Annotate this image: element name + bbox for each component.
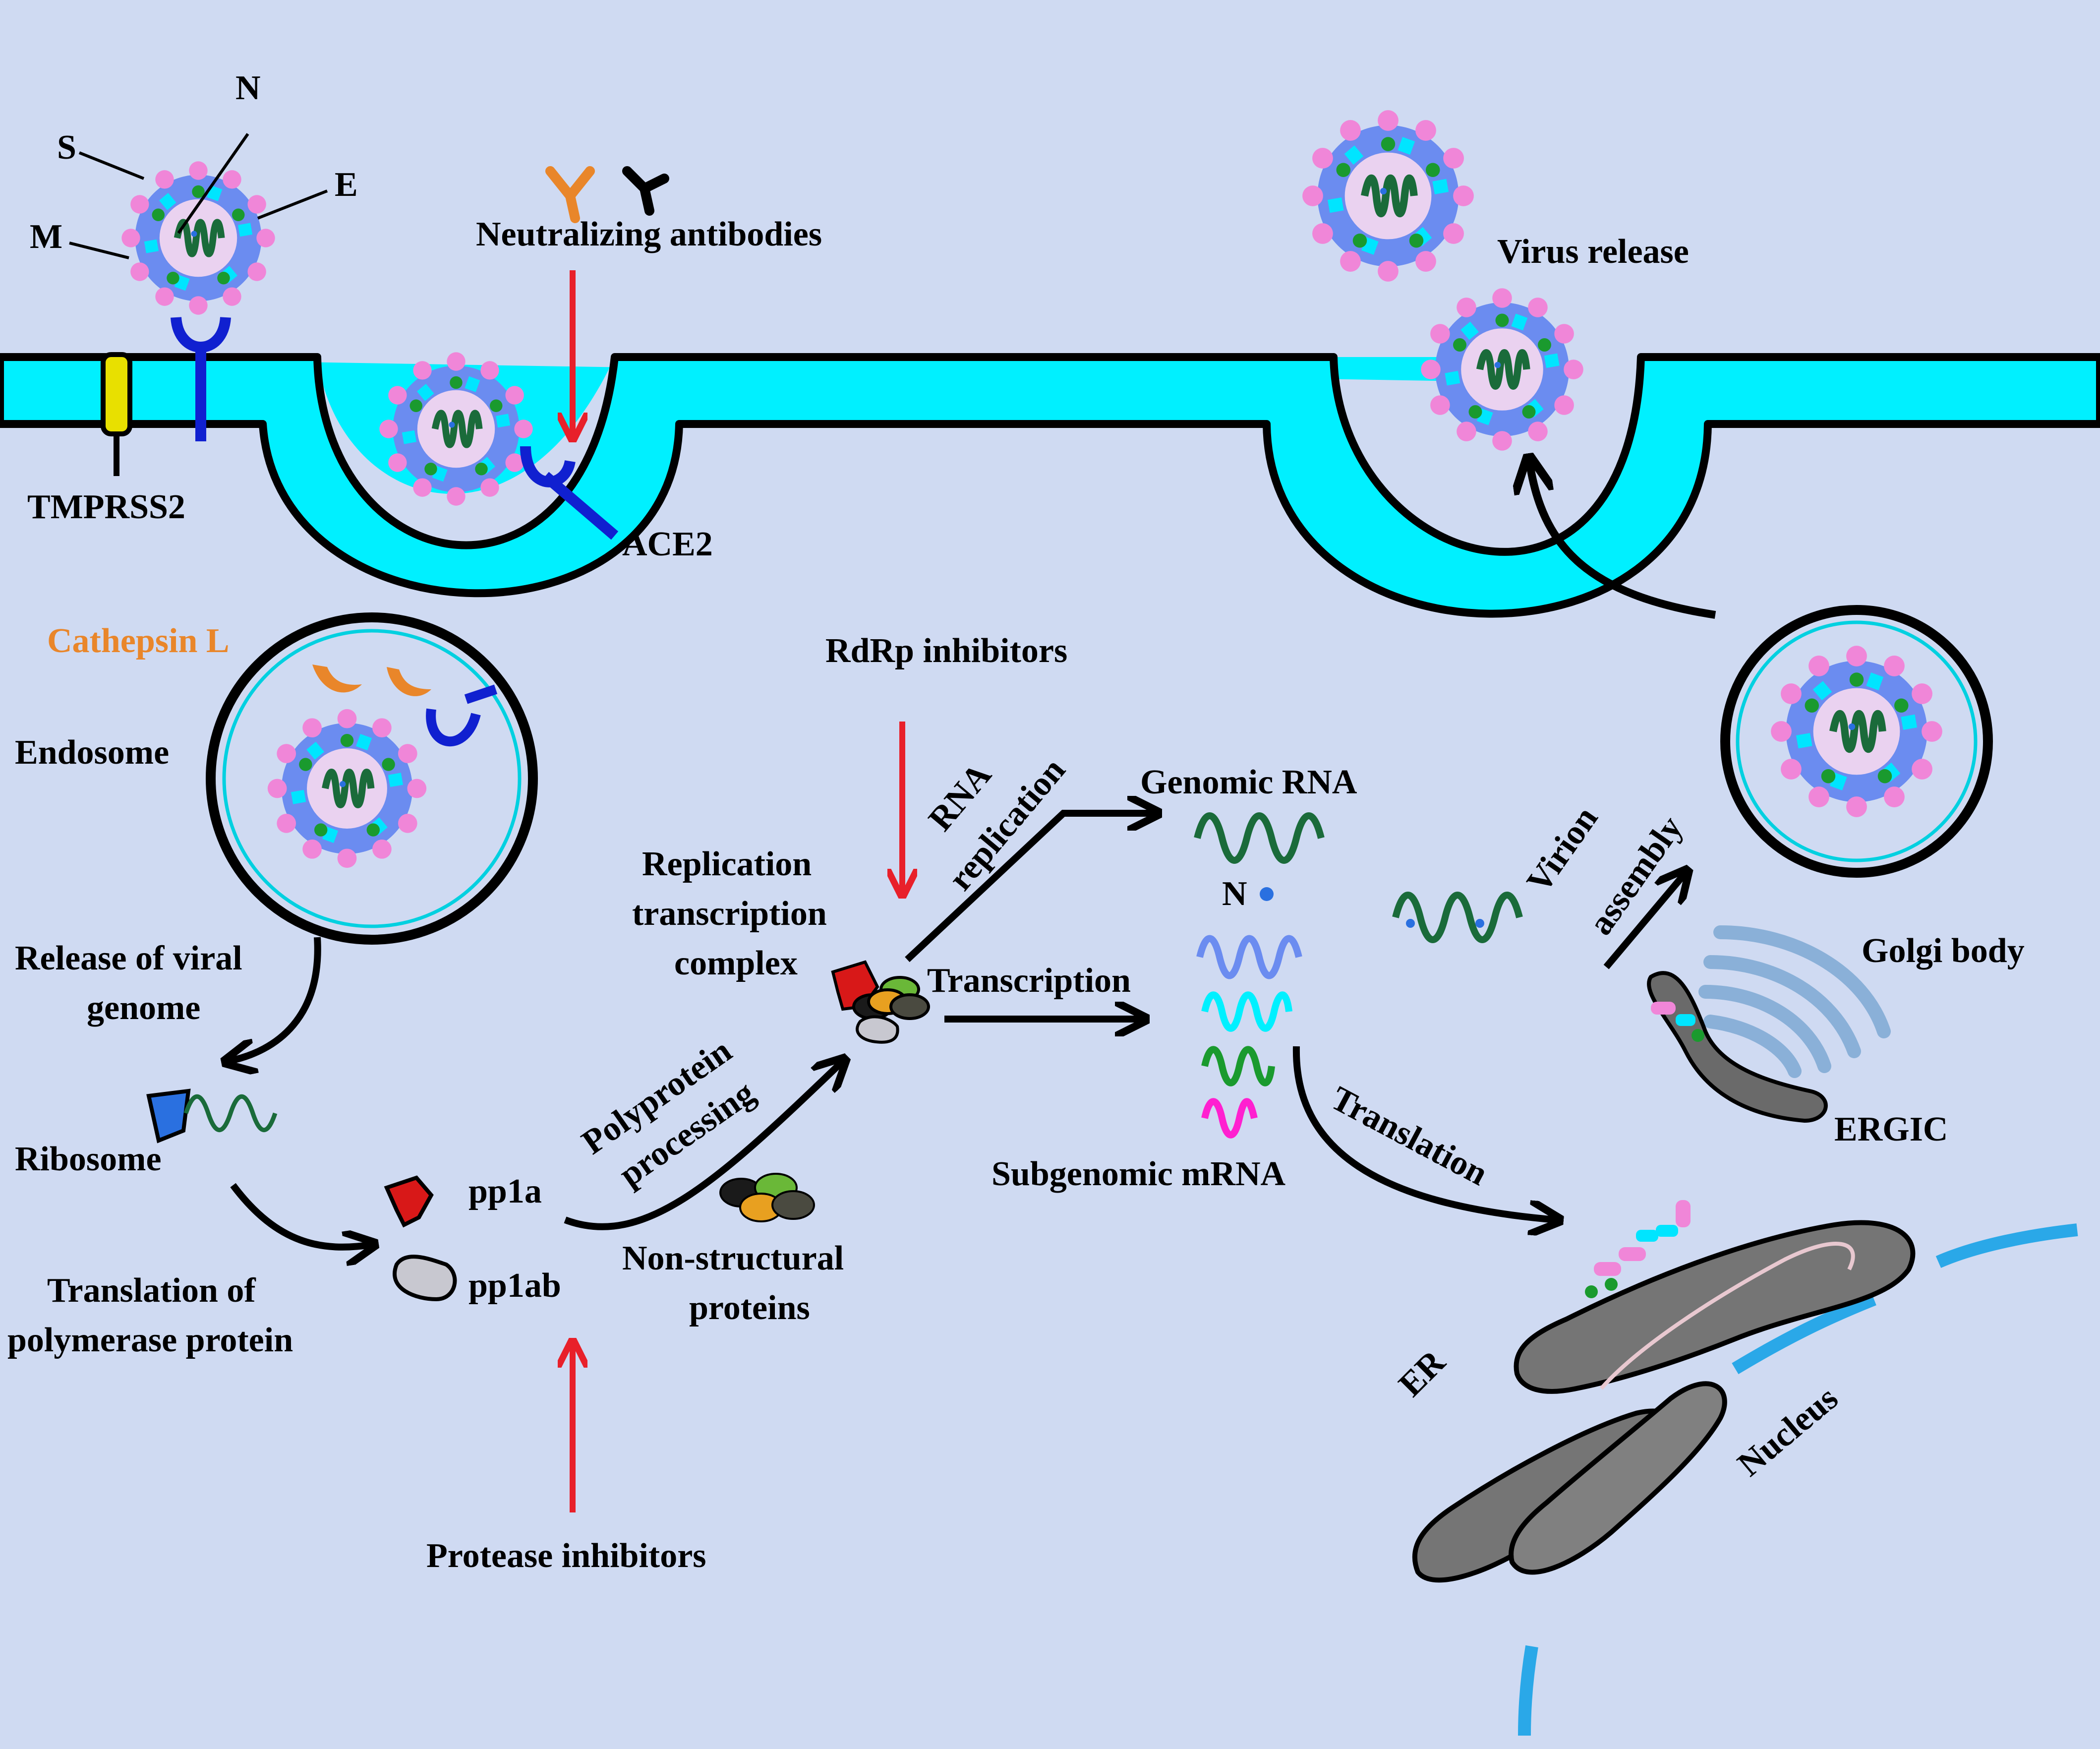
er-label: ER [1392,1342,1453,1404]
subgenomic-mrna-stack [1196,935,1302,1139]
virion-released [1302,110,1474,282]
antibody-black-icon [622,166,669,216]
virus-release-label: Virus release [1497,233,1689,271]
tmprss2-protein [101,352,132,476]
transcription-label: Transcription [927,962,1131,1000]
non-structural-label-1: Non-structural [622,1239,844,1277]
virion-attached [121,161,275,314]
rtc-label-1: Replication [642,845,812,883]
neutralizing-antibodies-label: Neutralizing antibodies [476,215,822,253]
non-structural-label-2: proteins [689,1289,810,1327]
endosome [206,612,538,945]
n-protein-label: N [1222,875,1247,913]
spike-label: S [57,128,76,167]
membrane-protein-label: M [30,218,62,256]
release-genome-label-1: Release of viral [15,939,242,977]
cathepsin-l-label: Cathepsin L [47,622,230,660]
cathepsin-l-icons [312,664,431,696]
rna-replication-arrow [905,813,1155,963]
ace2-label: ACE2 [622,525,713,563]
non-structural-proteins-icon [719,1173,815,1222]
envelope-label: E [335,166,358,204]
assembly-n-dot-1 [1406,919,1415,928]
rdrp-inhibitors-label: RdRp inhibitors [825,632,1067,670]
rtc-label-2: transcription [632,895,827,933]
virion-assembly-label-1: Virion [1519,800,1605,900]
assembly-rna-strand [1392,892,1523,943]
nucleus-label: Nucleus [1731,1379,1845,1484]
exocytosis-arrow [1529,461,1716,619]
pp1a-icon [384,1175,434,1228]
assembly-arrow [1603,873,1686,969]
genomic-rna-strand [1194,812,1325,864]
virion-budding [1421,288,1583,451]
rtc-icon [831,960,930,1044]
ribosome-label: Ribosome [15,1140,162,1178]
secretory-vesicle [1720,605,1993,878]
nucleocapsid-label: N [235,69,261,107]
translation-to-er-arrow [1292,1046,1557,1220]
ergic-icon [1647,971,1828,1123]
pp1a-label: pp1a [468,1172,542,1210]
ace2-receptor-surface [171,316,231,441]
pp1ab-icon [393,1255,457,1302]
endosome-label: Endosome [15,733,169,772]
plasma-membrane [0,353,2100,618]
polyprotein-processing-arrow [564,1061,843,1230]
ergic-label: ERGIC [1834,1110,1948,1148]
genomic-rna-label: Genomic RNA [1140,763,1357,801]
golgi-body-icon [1698,925,1891,1078]
translation-arrow [230,1183,372,1247]
n-protein-dot [1260,887,1274,901]
virion-label-pointers [69,133,328,259]
assembly-n-dot-2 [1475,919,1484,928]
release-genome-label-2: genome [87,989,200,1027]
translation-polymerase-label-1: Translation of [47,1271,256,1310]
golgi-body-label: Golgi body [1862,932,2025,970]
protease-inhibitors-label: Protease inhibitors [426,1537,706,1575]
tmprss2-label: TMPRSS2 [27,488,185,526]
ace2-receptor-pit [520,446,619,540]
antibody-orange-icon [545,166,595,223]
pp1ab-label: pp1ab [468,1267,561,1305]
translation-label: Translation [1325,1079,1494,1193]
subgenomic-mrna-label: Subgenomic mRNA [992,1155,1286,1193]
er-icon [1412,1200,1916,1583]
ribosome-icon [146,1088,278,1144]
translation-polymerase-label-2: polymerase protein [7,1321,293,1359]
genome-release-arrow [228,937,321,1061]
rtc-label-3: complex [674,944,798,982]
